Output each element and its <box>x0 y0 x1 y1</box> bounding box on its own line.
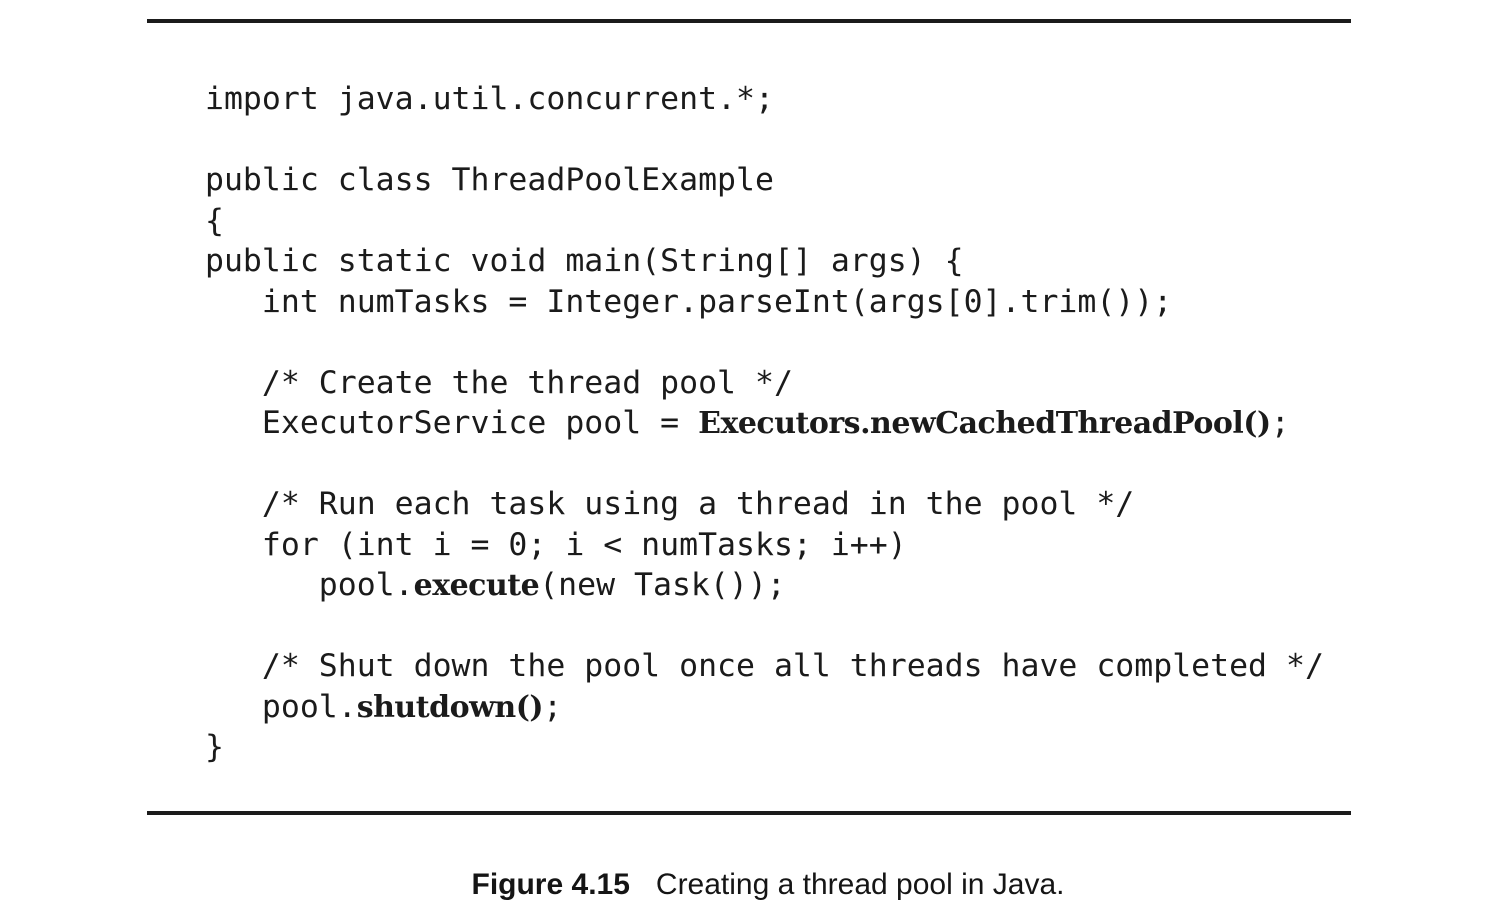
code-segment: ; <box>543 688 563 725</box>
code-line: /* Shut down the pool once all threads h… <box>205 646 1324 687</box>
figure-top-rule <box>147 19 1351 23</box>
figure-bottom-rule <box>147 811 1351 815</box>
code-line: int numTasks = Integer.parseInt(args[0].… <box>205 282 1324 323</box>
figure-caption-label: Figure 4.15 <box>471 868 630 901</box>
code-api-bold-segment: execute <box>413 568 540 603</box>
code-api-bold-segment: Executors.newCachedThreadPool() <box>698 406 1271 441</box>
code-line: /* Create the thread pool */ <box>205 363 1324 404</box>
code-line: import java.util.concurrent.*; <box>205 79 1324 120</box>
code-line: public static void main(String[] args) { <box>205 241 1324 282</box>
code-line: /* Run each task using a thread in the p… <box>205 484 1324 525</box>
code-segment: pool. <box>205 567 414 603</box>
code-segment: { <box>205 202 224 239</box>
code-segment: ; <box>1270 405 1290 441</box>
code-line: { <box>205 201 1324 242</box>
code-segment: ExecutorService pool = <box>205 405 699 441</box>
code-segment: public class ThreadPoolExample <box>205 162 774 198</box>
code-line <box>205 606 1324 647</box>
code-segment: /* Run each task using a thread in the p… <box>205 486 1135 522</box>
code-segment: int numTasks = Integer.parseInt(args[0].… <box>205 283 1173 320</box>
code-segment: for (int i = 0; i < numTasks; i++) <box>205 526 907 563</box>
code-line: public class ThreadPoolExample <box>205 160 1324 201</box>
figure-caption-text: Creating a thread pool in Java. <box>655 868 1065 901</box>
code-segment: (new Task()); <box>539 567 786 603</box>
code-api-bold-segment: shutdown() <box>356 689 544 725</box>
code-segment: } <box>205 729 224 765</box>
code-line <box>205 444 1324 485</box>
code-segment: public static void main(String[] args) { <box>205 243 964 279</box>
code-line: pool.shutdown(); <box>205 687 1324 728</box>
code-segment: /* Create the thread pool */ <box>205 364 793 401</box>
code-listing: import java.util.concurrent.*; public cla… <box>205 79 1324 768</box>
code-line <box>205 120 1324 161</box>
code-line <box>205 322 1324 363</box>
code-line: pool.execute(new Task()); <box>205 565 1324 606</box>
code-segment: pool. <box>205 688 357 725</box>
code-segment: /* Shut down the pool once all threads h… <box>205 648 1324 684</box>
figure-caption: Figure 4.15 Creating a thread pool in Jav… <box>166 866 1370 904</box>
code-line: ExecutorService pool = Executors.newCach… <box>205 403 1324 444</box>
code-segment: import java.util.concurrent.*; <box>205 81 774 117</box>
code-line: } <box>205 727 1324 768</box>
code-line: for (int i = 0; i < numTasks; i++) <box>205 525 1324 566</box>
